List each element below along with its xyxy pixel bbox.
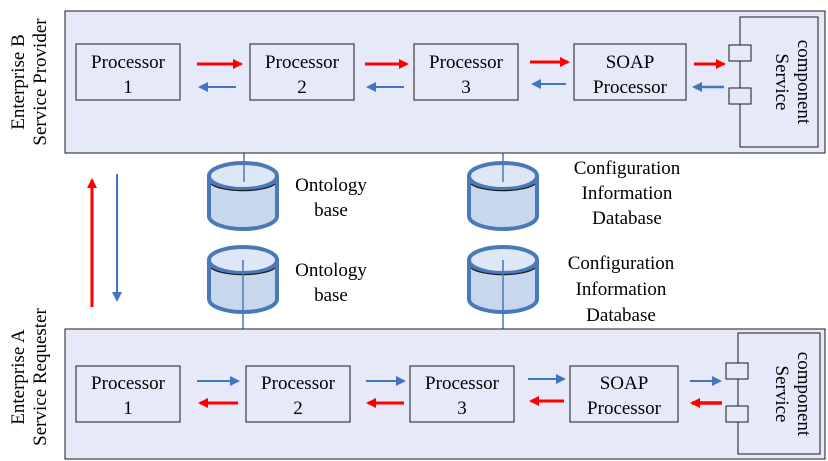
component-port <box>725 362 749 380</box>
soap-processor-label: Processor <box>593 77 668 98</box>
component-label-component: component <box>793 352 814 437</box>
enterprise-b-role: Service Provider <box>30 18 51 146</box>
processor-box[interactable]: Processor 1 <box>75 43 181 101</box>
db-label: Database <box>586 305 656 326</box>
processor-number: 1 <box>123 77 133 98</box>
soap-label: SOAP <box>600 373 649 394</box>
processor-box[interactable]: Processor 1 <box>75 365 181 423</box>
db-label: base <box>314 285 348 306</box>
db-label: base <box>314 200 348 221</box>
component-port <box>725 405 749 423</box>
processor-box[interactable]: Processor 2 <box>245 365 351 423</box>
service-component[interactable]: Service component <box>728 16 819 148</box>
ontology-base-top: Ontology base <box>207 161 367 231</box>
enterprise-a-label: Enterprise A Service Requester <box>8 307 51 445</box>
enterprise-b-panel: Processor 1 Processor 2 Processor 3 SOAP… <box>64 10 826 154</box>
component-port <box>728 87 752 105</box>
db-label: Ontology <box>295 175 367 196</box>
db-label: Ontology <box>295 260 367 281</box>
db-label: Database <box>592 208 662 229</box>
service-component[interactable]: Service component <box>725 332 821 455</box>
processor-number: 1 <box>123 398 133 419</box>
db-label: Information <box>582 183 673 204</box>
config-database-bottom: Configuration Information Database <box>467 245 675 326</box>
processor-number: 3 <box>461 77 471 98</box>
soap-processor-box[interactable]: SOAP Processor <box>569 365 679 423</box>
processor-box[interactable]: Processor 3 <box>413 43 519 101</box>
config-database-top: Configuration Information Database <box>467 158 681 231</box>
db-label: Configuration <box>568 253 675 274</box>
db-label: Information <box>576 279 667 300</box>
processor-number: 2 <box>293 398 303 419</box>
component-label-component: component <box>793 40 814 125</box>
component-label-service: Service <box>771 366 792 423</box>
processor-name: Processor <box>425 373 500 394</box>
soap-processor-box[interactable]: SOAP Processor <box>573 43 687 101</box>
processor-name: Processor <box>261 373 336 394</box>
component-port <box>728 44 752 62</box>
processor-box[interactable]: Processor 2 <box>249 43 355 101</box>
enterprise-b-name: Enterprise B <box>8 34 29 130</box>
enterprise-a-role: Service Requester <box>30 307 51 445</box>
soap-label: SOAP <box>606 52 655 73</box>
processor-name: Processor <box>429 52 504 73</box>
processor-number: 3 <box>457 398 467 419</box>
soap-processor-label: Processor <box>587 398 662 419</box>
enterprise-b-label: Enterprise B Service Provider <box>8 18 51 146</box>
processor-name: Processor <box>265 52 340 73</box>
processor-number: 2 <box>297 77 307 98</box>
processor-name: Processor <box>91 373 166 394</box>
enterprise-a-panel: Processor 1 Processor 2 Processor 3 SOAP… <box>64 328 826 460</box>
processor-box[interactable]: Processor 3 <box>409 365 515 423</box>
component-label-service: Service <box>771 54 792 111</box>
db-label: Configuration <box>574 158 681 179</box>
ontology-base-bottom: Ontology base <box>207 245 367 314</box>
enterprise-a-name: Enterprise A <box>8 329 29 425</box>
processor-name: Processor <box>91 52 166 73</box>
